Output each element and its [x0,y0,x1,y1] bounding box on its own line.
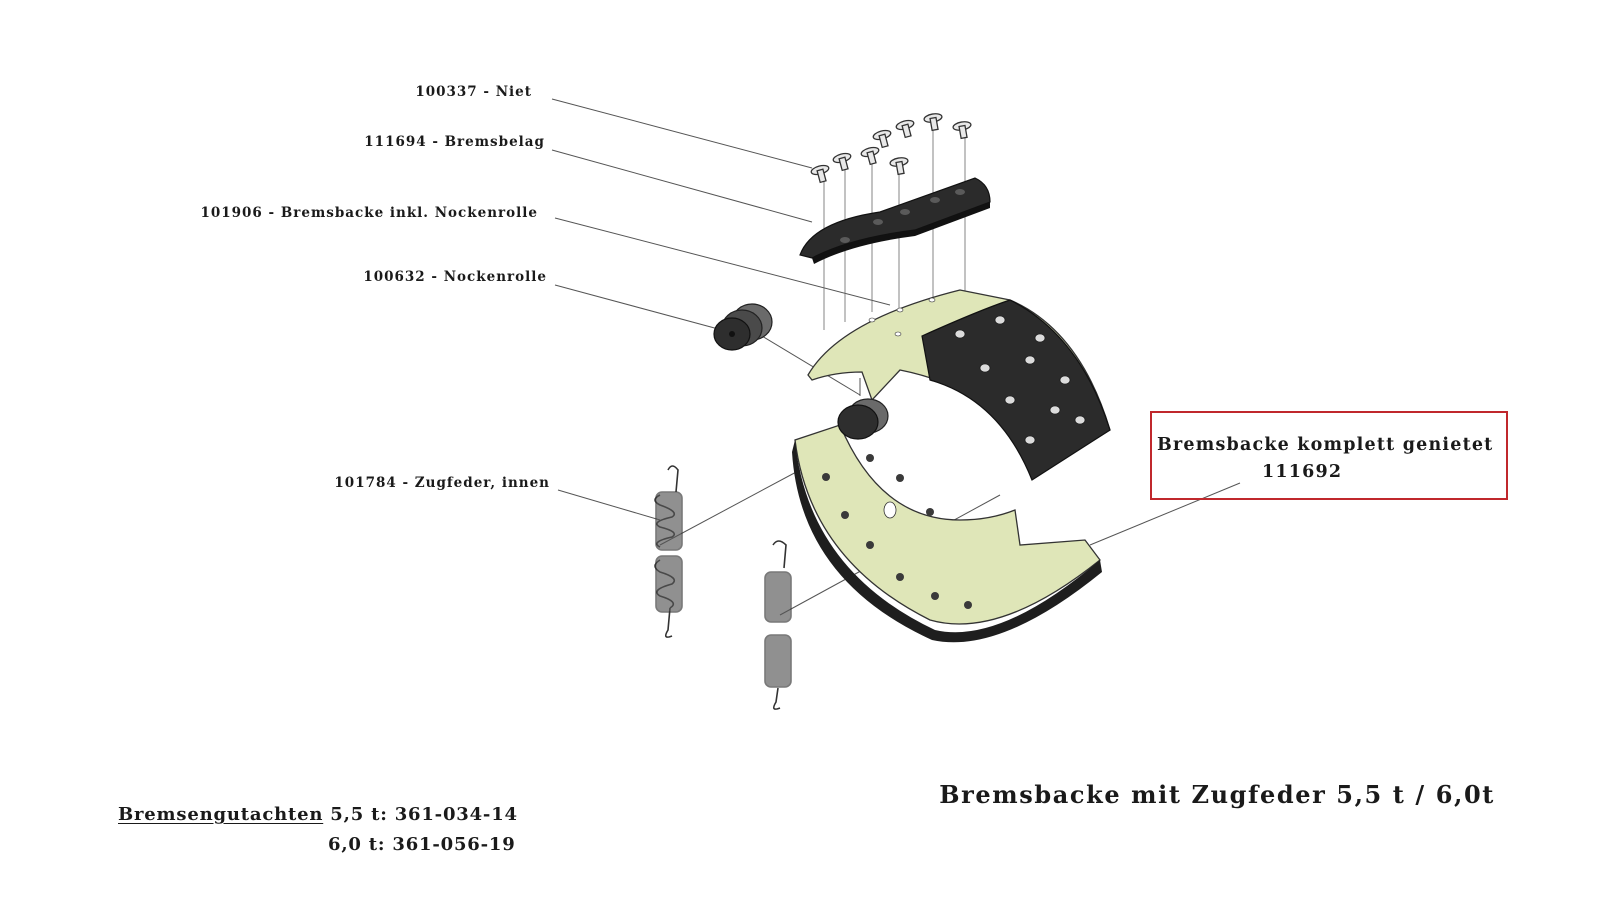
brake-shoe-lower [792,424,1102,643]
leader-line-callout [1089,482,1241,546]
brake-shoe-upper [807,289,1111,481]
return-spring-1 [654,465,683,638]
callout-title: Bremsbacke komplett genietet [1157,435,1494,455]
part-label-shoe: 101906 - Bremsbacke inkl. Nockenrolle [200,205,538,221]
brake-report: Bremsengutachten 5,5 t: 361-034-14 6,0 t… [118,800,518,855]
part-label-roller: 100632 - Nockenrolle [363,269,547,285]
leader-line-shoe [554,217,891,306]
drawing-title: Bremsbacke mit Zugfeder 5,5 t / 6,0t [939,780,1495,809]
leader-line-rivet [551,98,813,169]
rivets [810,113,972,184]
brake-report-row-2: 6,0 t: 361-056-19 [328,834,516,855]
part-label-spring: 101784 - Zugfeder, innen [334,475,550,491]
return-spring-2 [764,540,792,710]
brake-lining-part [799,177,991,264]
part-label-rivet: 100337 - Niet [415,84,532,100]
brake-report-row-1: 5,5 t: 361-034-14 [330,804,518,825]
cam-roller-mounted [837,398,889,440]
callout-box [1150,411,1508,500]
leader-line-spring [557,489,661,521]
part-label-lining: 111694 - Bremsbelag [364,134,545,150]
leader-line-lining [551,149,813,223]
cam-roller-part [713,303,773,351]
leader-lines [551,98,1241,616]
leader-line-roller [554,284,723,331]
brake-report-label: Bremsengutachten [118,804,324,825]
callout-part-number: 111692 [1262,462,1343,482]
